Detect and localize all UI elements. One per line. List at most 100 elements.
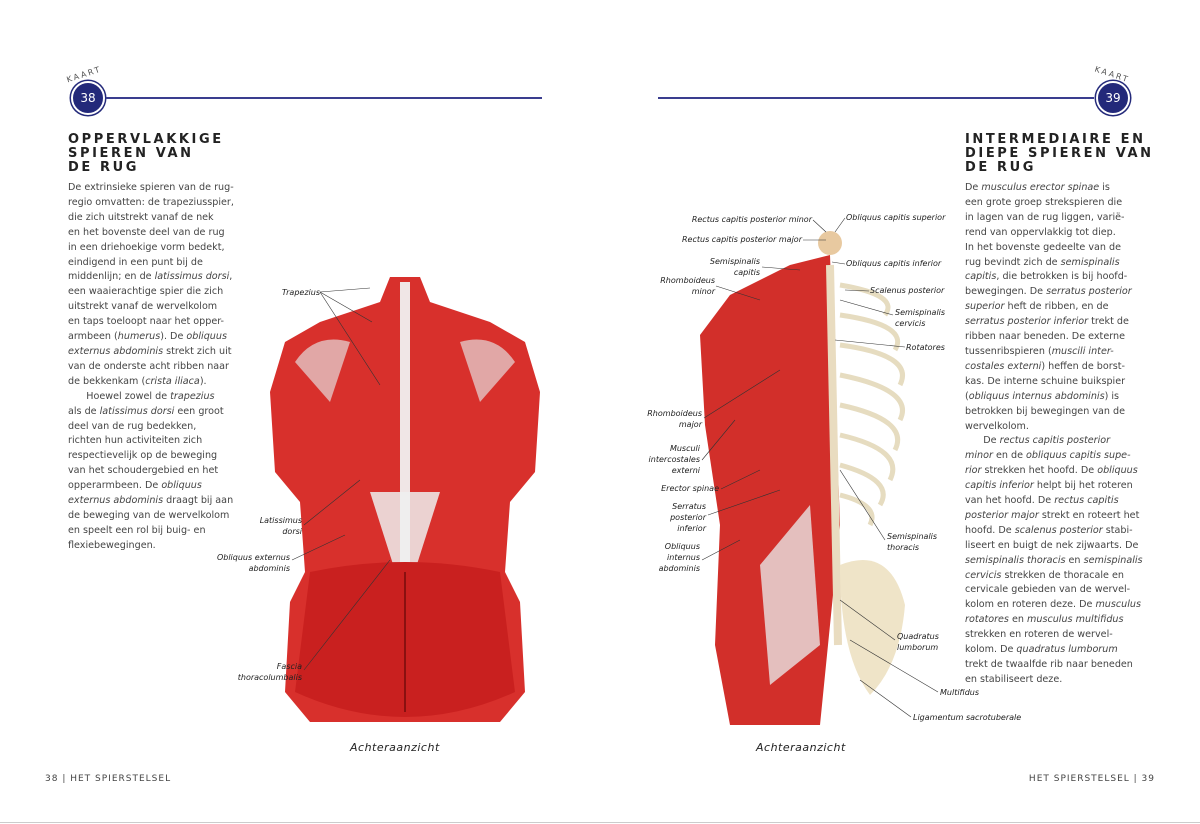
text-segment: kolom en roteren deze. De <box>965 599 1096 611</box>
body-line: respectievelijk op de beweging <box>68 449 234 464</box>
body-line: De extrinsieke spieren van de rug- <box>68 181 234 196</box>
italic-term: obliquus <box>186 331 227 343</box>
page-badge-39: 39 <box>1096 81 1130 115</box>
text-segment: wervelkolom. <box>965 420 1029 432</box>
body-line: minor en de obliquus capitis supe- <box>965 449 1143 464</box>
italic-term: obliquus <box>1097 465 1138 477</box>
body-line: uitstrekt vanaf de wervelkolom <box>68 300 234 315</box>
label-obliquus-capitis-inferior: Obliquus capitis inferior <box>846 259 942 268</box>
text-segment: trekt de <box>1088 316 1129 328</box>
body-line: Hoewel zowel de trapezius <box>68 390 234 405</box>
text-segment: en <box>1065 554 1084 566</box>
text-segment: de beweging van de wervelkolom <box>68 509 230 521</box>
text-segment: en stabiliseert deze. <box>965 673 1063 685</box>
body-line: in lagen van de rug liggen, varië- <box>965 211 1143 226</box>
text-segment: deel van de rug bedekken, <box>68 420 197 432</box>
body-line: kolom en roteren deze. De musculus <box>965 598 1143 613</box>
text-segment: van het schoudergebied en het <box>68 465 219 477</box>
italic-term: musculus erector spinae <box>981 182 1100 193</box>
text-segment: hoofd. De <box>965 524 1015 536</box>
deep-back-muscles-illustration <box>700 231 905 725</box>
text-segment: strekken en roteren de wervel- <box>965 629 1113 641</box>
title-line: OPPERVLAKKIGE <box>68 132 224 147</box>
body-line: liseert en buigt de nek zijwaarts. De <box>965 539 1143 554</box>
body-line: De musculus erector spinae is <box>965 181 1143 196</box>
text-segment: in lagen van de rug liggen, varië- <box>965 211 1125 223</box>
italic-term: semispinalis <box>1083 554 1143 566</box>
body-line: superior heft de ribben, en de <box>965 300 1143 315</box>
body-line: capitis, die betrokken is bij hoofd- <box>965 270 1143 285</box>
body-line: kolom. De quadratus lumborum <box>965 643 1143 658</box>
body-line: externus abdominis draagt bij aan <box>68 494 234 509</box>
italic-term: externus abdominis <box>68 345 164 357</box>
text-segment: is <box>1099 182 1110 193</box>
label-rectus-capitis-posterior-major: Rectus capitis posterior major <box>681 235 802 244</box>
label-ligamentum-sacrotuberale: Ligamentum sacrotuberale <box>913 713 1022 722</box>
caption-left: Achteraanzicht <box>350 741 440 754</box>
body-line: als de latissimus dorsi een groot <box>68 405 234 420</box>
text-segment: ) is <box>1104 390 1120 402</box>
italic-term: rotatores <box>965 614 1009 626</box>
text-segment: ). <box>199 375 207 387</box>
text-segment: helpt bij het roteren <box>1033 480 1133 492</box>
body-line: de beweging van de wervelkolom <box>68 509 234 524</box>
body-line: cervicale gebieden van de wervel- <box>965 583 1143 598</box>
body-line: hoofd. De scalenus posterior stabi- <box>965 524 1143 539</box>
italic-term: cervicis <box>965 569 1002 581</box>
text-segment: rend van oppervlakkig tot diep. <box>965 226 1116 238</box>
body-line: een grote groep strekspieren die <box>965 196 1143 211</box>
body-line: (obliquus internus abdominis) is <box>965 390 1143 405</box>
text-segment: , die betrokken is bij hoofd- <box>996 271 1128 283</box>
body-line: ribben naar beneden. De externe <box>965 330 1143 345</box>
text-segment: ) heffen de borst- <box>1041 360 1125 372</box>
text-segment: De <box>965 435 1000 447</box>
body-line: De rectus capitis posterior <box>965 434 1143 449</box>
text-segment: armbeen ( <box>68 331 118 343</box>
body-line: flexiebewegingen. <box>68 539 234 554</box>
italic-term: superior <box>965 301 1005 313</box>
title-line: DIEPE SPIEREN VAN <box>965 146 1154 161</box>
text-segment: strekt en roteert het <box>1038 509 1140 521</box>
label-trapezius: Trapezius <box>281 288 320 297</box>
italic-term: latissimus dorsi <box>99 405 175 417</box>
label-obliquus-capitis-superior: Obliquus capitis superior <box>846 213 946 222</box>
italic-term: capitis <box>965 271 997 283</box>
caption-right: Achteraanzicht <box>756 741 846 754</box>
italic-term: humerus <box>117 331 161 343</box>
italic-term: scalenus posterior <box>1014 524 1103 536</box>
label-scalenus-posterior: Scalenus posterior <box>870 286 945 295</box>
text-segment: heft de ribben, en de <box>1004 301 1109 313</box>
text-segment: middenlijn; en de <box>68 271 155 283</box>
text-segment: liseert en buigt de nek zijwaarts. De <box>965 539 1139 551</box>
text-segment: bewegingen. De <box>965 286 1047 298</box>
body-line: rotatores en musculus multifidus <box>965 613 1143 628</box>
body-text-left: De extrinsieke spieren van de rug-regio … <box>68 181 234 554</box>
text-segment: De extrinsieke spieren van de rug- <box>68 182 234 193</box>
italic-term: crista iliaca <box>145 375 200 387</box>
text-segment: de bekkenkam ( <box>68 375 146 387</box>
header-rule <box>106 97 542 99</box>
footer-left: 38 | HET SPIERSTELSEL <box>45 774 172 784</box>
text-segment: van het hoofd. De <box>965 495 1055 507</box>
italic-term: muscili inter- <box>1051 345 1114 357</box>
body-line: een waaierachtige spier die zich <box>68 285 234 300</box>
text-segment: stabi- <box>1102 524 1133 536</box>
text-segment: strekken het hoofd. De <box>981 465 1098 477</box>
body-line: armbeen (humerus). De obliquus <box>68 330 234 345</box>
italic-term: minor <box>965 450 993 462</box>
body-line: trekt de twaalfde rib naar beneden <box>965 658 1143 673</box>
italic-term: costales externi <box>965 360 1042 372</box>
page-title-right: INTERMEDIAIRE EN DIEPE SPIEREN VAN DE RU… <box>965 133 1154 175</box>
page-title-left: OPPERVLAKKIGE SPIEREN VAN DE RUG <box>68 133 224 175</box>
italic-term: posterior major <box>965 509 1039 521</box>
text-segment: draagt bij aan <box>163 495 234 507</box>
text-segment: en taps toeloopt naar het opper- <box>68 316 225 328</box>
